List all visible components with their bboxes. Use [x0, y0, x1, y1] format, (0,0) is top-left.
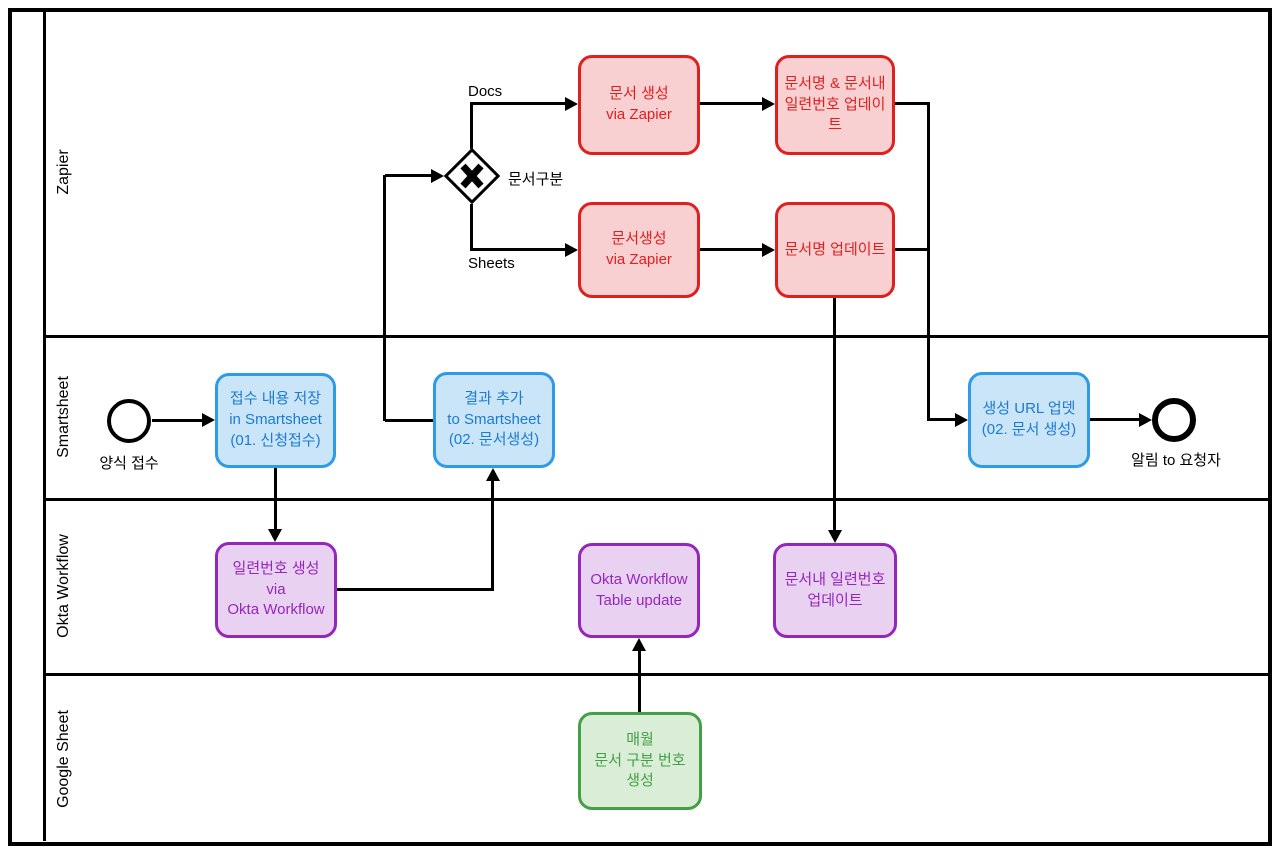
- flow-sheetscreate-to-sheetsupdate-arrow: [762, 243, 775, 257]
- flow-serial-to-result-line-v: [491, 480, 494, 591]
- task-intake-save: 접수 내용 저장 in Smartsheet (01. 신청접수): [215, 373, 336, 468]
- edge-label-sheets: Sheets: [468, 255, 515, 272]
- edge-label-docs: Docs: [468, 83, 503, 100]
- flow-gateway-docs-line-h: [470, 102, 566, 105]
- pool-border: [8, 8, 1272, 846]
- lane-divider-okta-google: [46, 673, 1268, 676]
- flow-docscreate-to-docsupdate-line: [700, 102, 762, 105]
- flow-intake-to-serial-line: [274, 468, 277, 529]
- task-monthly-doc-number: 매월 문서 구분 번호 생성: [578, 712, 702, 810]
- flow-sheetsupdate-merge-line-h: [895, 248, 929, 251]
- lane-label-zapier: Zapier: [55, 149, 72, 195]
- lane-label-okta-workflow: Okta Workflow: [55, 534, 72, 638]
- flow-start-to-intake-line: [152, 419, 202, 422]
- flow-sheetsupdate-to-docserial-line: [833, 298, 836, 531]
- end-event-circle: [1152, 398, 1196, 442]
- flow-intake-to-serial-arrow: [268, 529, 282, 542]
- flow-gateway-docs-line-v: [470, 104, 473, 149]
- task-sheets-name-update: 문서명 업데이트: [775, 202, 895, 298]
- flow-result-to-gateway-line-h1: [385, 419, 433, 422]
- flow-gateway-docs-arrow: [565, 97, 578, 111]
- task-doc-serial-update: 문서내 일련번호 업데이트: [773, 543, 897, 638]
- task-url-update: 생성 URL 업뎃 (02. 문서 생성): [968, 372, 1090, 468]
- flow-merge-line-v: [927, 103, 930, 420]
- flow-start-to-intake-arrow: [202, 413, 215, 427]
- flow-merge-to-url-line-h: [927, 418, 955, 421]
- flow-sheetscreate-to-sheetsupdate-line: [700, 248, 762, 251]
- gateway-label: 문서구분: [508, 171, 564, 188]
- flow-gateway-sheets-line-v: [470, 204, 473, 251]
- flow-monthly-to-oktatable-line: [638, 650, 641, 712]
- flow-gateway-sheets-line-h: [470, 248, 566, 251]
- xor-marker-icon: [460, 163, 484, 189]
- flow-monthly-to-oktatable-arrow: [632, 638, 646, 651]
- flow-serial-to-result-line-h: [337, 588, 493, 591]
- start-event-circle: [107, 399, 151, 443]
- flow-docsupdate-merge-line-h: [895, 102, 930, 105]
- flow-merge-to-url-arrow: [955, 413, 968, 427]
- task-sheets-create: 문서생성 via Zapier: [578, 202, 700, 298]
- flow-result-to-gateway-line-h2: [385, 174, 431, 177]
- task-docs-name-update: 문서명 & 문서내 일련번호 업데이트: [775, 55, 895, 155]
- flow-serial-to-result-arrow: [486, 468, 500, 481]
- flow-url-to-end-arrow: [1139, 413, 1152, 427]
- flow-result-to-gateway-line-v: [383, 175, 386, 421]
- flow-gateway-sheets-arrow: [565, 243, 578, 257]
- flow-result-to-gateway-arrow: [431, 169, 444, 183]
- end-event-label: 알림 to 요청자: [1131, 452, 1221, 469]
- lane-divider-zapier-smartsheet: [46, 335, 1268, 338]
- pool-label-divider: [43, 12, 46, 841]
- lane-label-smartsheet: Smartsheet: [55, 376, 72, 458]
- task-docs-create: 문서 생성 via Zapier: [578, 55, 700, 155]
- flow-url-to-end-line: [1090, 418, 1140, 421]
- task-okta-table-update: Okta Workflow Table update: [578, 543, 700, 638]
- start-event-label: 양식 접수: [99, 455, 159, 472]
- lane-label-google-sheet: Google Sheet: [55, 710, 72, 808]
- task-result-add: 결과 추가 to Smartsheet (02. 문서생성): [433, 372, 555, 468]
- flow-sheetsupdate-to-docserial-arrow: [828, 530, 842, 543]
- lane-divider-smartsheet-okta: [46, 498, 1268, 501]
- flow-docscreate-to-docsupdate-arrow: [762, 97, 775, 111]
- task-serial-gen: 일련번호 생성 via Okta Workflow: [215, 542, 337, 638]
